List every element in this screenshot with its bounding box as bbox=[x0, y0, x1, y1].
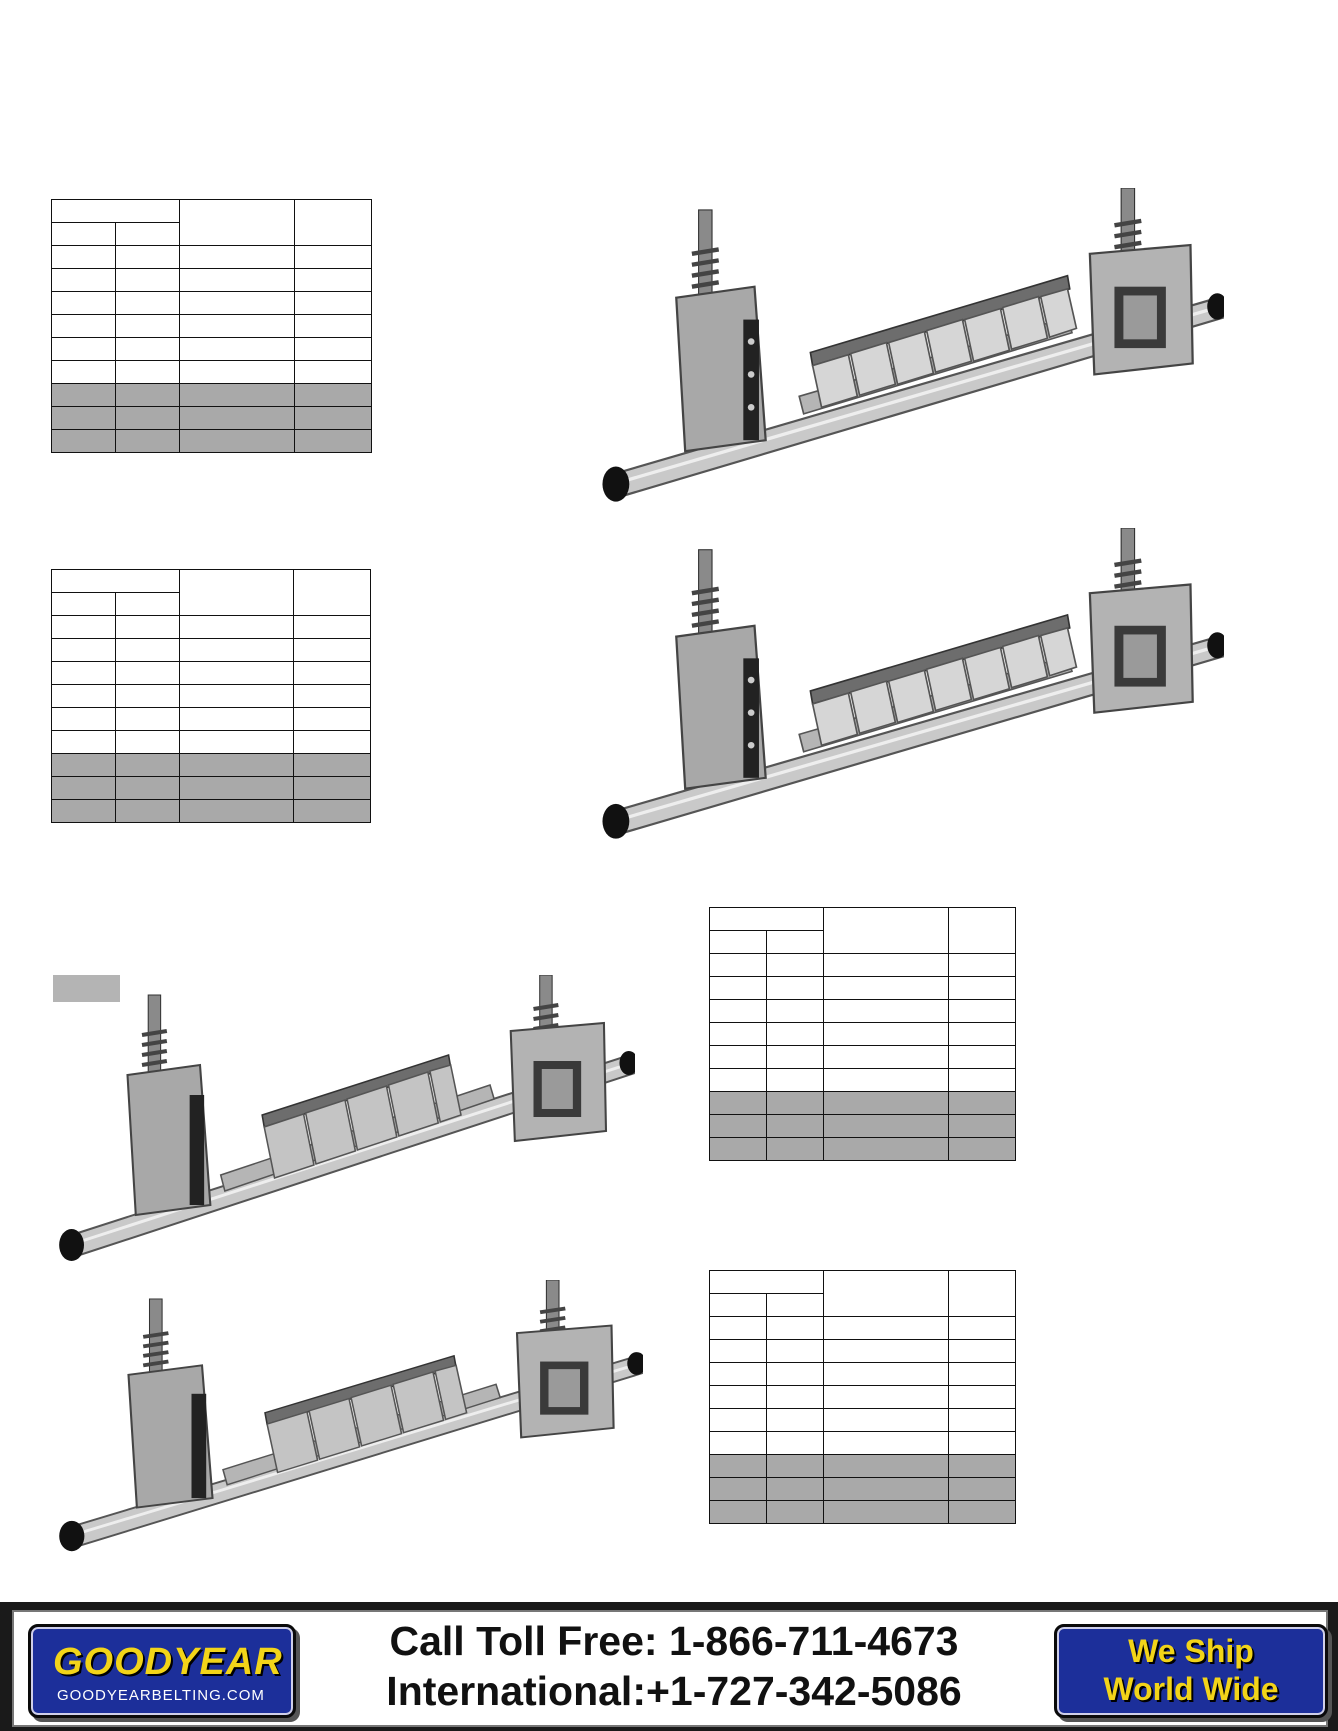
ship-line-1: We Ship bbox=[1128, 1633, 1254, 1669]
header-cell bbox=[51, 199, 180, 223]
table-row bbox=[51, 730, 371, 754]
brand-wordmark: GOODYEAR bbox=[53, 1641, 283, 1683]
table-row-shaded bbox=[709, 1137, 1016, 1161]
header-cell bbox=[709, 907, 824, 931]
table-row bbox=[709, 1022, 1016, 1046]
table-row bbox=[709, 1431, 1016, 1455]
header-cell bbox=[179, 569, 294, 616]
table-row-shaded bbox=[51, 799, 371, 823]
table-row bbox=[709, 1045, 1016, 1069]
table-row bbox=[51, 314, 372, 338]
table-row bbox=[51, 360, 372, 384]
international-phone: International:+1-727-342-5086 bbox=[386, 1668, 962, 1714]
goodyear-logo[interactable]: GOODYEAR GOODYEARBELTING.COM bbox=[28, 1624, 296, 1718]
table-row-shaded bbox=[709, 1091, 1016, 1115]
table-row bbox=[51, 245, 372, 269]
grey-label-box bbox=[53, 975, 120, 1002]
table-row-shaded bbox=[709, 1114, 1016, 1138]
spec-table-2 bbox=[51, 569, 371, 823]
ship-worldwide-badge: We Ship World Wide bbox=[1054, 1624, 1328, 1718]
footer-inner: GOODYEAR GOODYEARBELTING.COM Call Toll F… bbox=[12, 1610, 1328, 1727]
table-row-shaded bbox=[51, 383, 372, 407]
header-cell bbox=[51, 592, 116, 616]
table-row-shaded bbox=[51, 776, 371, 800]
belt-cleaner-image-3 bbox=[55, 975, 635, 1265]
header-cell bbox=[293, 569, 371, 616]
table-row bbox=[709, 999, 1016, 1023]
header-cell bbox=[709, 1270, 824, 1294]
table-row bbox=[709, 1339, 1016, 1363]
table-row-shaded bbox=[51, 429, 372, 453]
toll-free-phone: Call Toll Free: 1-866-711-4673 bbox=[389, 1618, 959, 1664]
table-row bbox=[51, 615, 371, 639]
table-row bbox=[51, 291, 372, 315]
brand-url: GOODYEARBELTING.COM bbox=[57, 1687, 265, 1704]
header-cell bbox=[115, 222, 180, 246]
spec-table-4 bbox=[709, 1270, 1016, 1524]
table-row bbox=[51, 707, 371, 731]
footer-banner: GOODYEAR GOODYEARBELTING.COM Call Toll F… bbox=[0, 1602, 1338, 1731]
header-cell bbox=[709, 1293, 767, 1317]
table-row bbox=[51, 638, 371, 662]
spec-table-3 bbox=[709, 907, 1016, 1161]
table-row bbox=[709, 1385, 1016, 1409]
table-row bbox=[51, 661, 371, 685]
table-row-shaded bbox=[709, 1477, 1016, 1501]
header-cell bbox=[179, 199, 295, 246]
header-cell bbox=[115, 592, 180, 616]
belt-cleaner-image-2 bbox=[598, 528, 1224, 843]
header-cell bbox=[823, 907, 949, 954]
header-cell bbox=[709, 930, 767, 954]
table-row bbox=[51, 684, 371, 708]
table-row-shaded bbox=[709, 1454, 1016, 1478]
table-row bbox=[51, 337, 372, 361]
header-cell bbox=[766, 1293, 824, 1317]
table-row bbox=[51, 268, 372, 292]
header-cell bbox=[294, 199, 372, 246]
table-row bbox=[709, 1068, 1016, 1092]
header-cell bbox=[51, 569, 180, 593]
belt-cleaner-image-1 bbox=[598, 188, 1224, 506]
table-row bbox=[709, 976, 1016, 1000]
ship-line-2: World Wide bbox=[1103, 1671, 1279, 1707]
header-cell bbox=[51, 222, 116, 246]
table-row bbox=[709, 1408, 1016, 1432]
header-cell bbox=[948, 907, 1016, 954]
table-row bbox=[709, 953, 1016, 977]
header-cell bbox=[766, 930, 824, 954]
spec-table-1 bbox=[51, 199, 372, 453]
header-cell bbox=[823, 1270, 949, 1317]
header-cell bbox=[948, 1270, 1016, 1317]
table-row-shaded bbox=[709, 1500, 1016, 1524]
belt-cleaner-image-4 bbox=[55, 1280, 643, 1555]
table-row-shaded bbox=[51, 753, 371, 777]
table-row bbox=[709, 1316, 1016, 1340]
table-row-shaded bbox=[51, 406, 372, 430]
table-row bbox=[709, 1362, 1016, 1386]
